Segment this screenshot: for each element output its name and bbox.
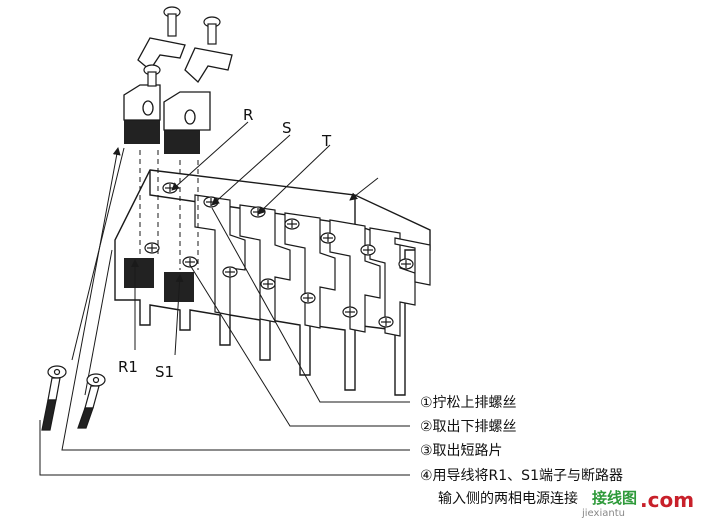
label-t: T bbox=[321, 132, 332, 150]
shorting-bars bbox=[123, 37, 233, 131]
watermark-tld: .com bbox=[640, 488, 694, 512]
step-2: ②取出下排螺丝 bbox=[420, 419, 517, 435]
terminal-cells bbox=[194, 194, 431, 337]
step-4: ④用导线将R1、S1端子与断路器 bbox=[420, 468, 623, 484]
leader-lines bbox=[39, 121, 410, 476]
watermark: 接线图 .com jiexiantu bbox=[581, 488, 694, 519]
loose-screws bbox=[143, 6, 221, 87]
label-r: R bbox=[243, 106, 253, 124]
watermark-brand: 接线图 bbox=[592, 489, 637, 507]
label-s: S bbox=[282, 119, 292, 137]
watermark-site: jiexiantu bbox=[581, 508, 625, 519]
step-3: ③取出短路片 bbox=[420, 443, 503, 459]
wire-lugs bbox=[41, 365, 106, 431]
step-4-continued: 输入侧的两相电源连接 bbox=[438, 490, 578, 507]
dashed-guides bbox=[139, 150, 199, 270]
step-1: ①拧松上排螺丝 bbox=[420, 395, 517, 411]
label-s1: S1 bbox=[155, 363, 174, 381]
label-r1: R1 bbox=[118, 358, 138, 376]
screws-lower-row bbox=[144, 242, 394, 328]
